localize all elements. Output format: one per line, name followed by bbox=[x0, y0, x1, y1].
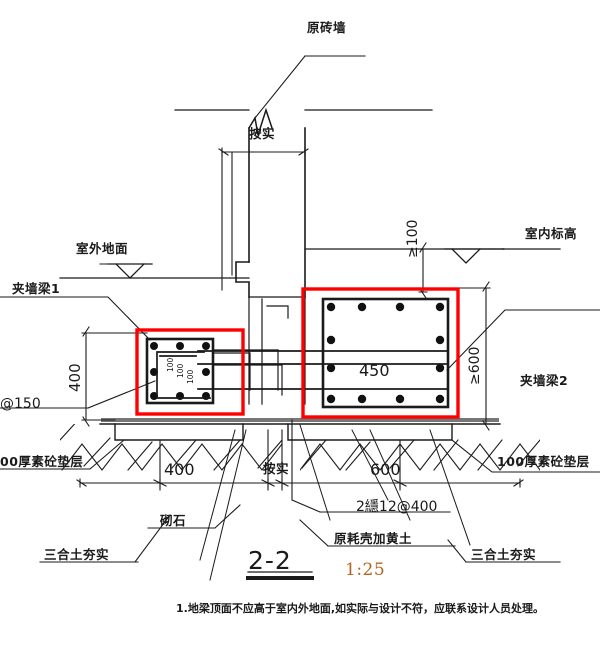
concrete-cushion-layer bbox=[99, 423, 501, 441]
label-lime-soil-right: 三合土夯实 bbox=[471, 547, 537, 562]
beam-tie-lines bbox=[212, 349, 283, 396]
label-lime-soil-left: 三合土夯实 bbox=[44, 547, 110, 562]
label-wall-beam-2: 夹墙梁2 bbox=[520, 373, 569, 388]
title-underline bbox=[246, 571, 314, 580]
label-original-brick-wall: 原砖墙 bbox=[307, 20, 347, 35]
left-beam-stirrup bbox=[156, 351, 211, 399]
left-beam-inner-dim-2: 100 bbox=[176, 363, 185, 378]
label-rebar-spec: 2䌥12@400 bbox=[356, 499, 438, 515]
dim-cover-top-min: ≥100 bbox=[405, 219, 421, 258]
label-tamp-top: 按实 bbox=[249, 126, 276, 141]
through-rebar-lines bbox=[197, 350, 449, 390]
right-beam-rebar-dots bbox=[326, 302, 445, 404]
highlight-box-right-beam bbox=[301, 287, 460, 419]
dim-wall-width-top bbox=[218, 147, 309, 291]
drawing-scale: 1:25 bbox=[345, 560, 386, 580]
label-stirrup-spacing: @150 bbox=[0, 396, 41, 412]
label-underlines bbox=[0, 55, 600, 563]
label-tamp-bottom: 按实 bbox=[263, 461, 290, 476]
dim-footing-widths bbox=[76, 429, 524, 491]
soil-hatch-right bbox=[300, 439, 540, 471]
left-beam-concrete-outline bbox=[145, 337, 215, 405]
label-cushion-left: 00厚素砼垫层 bbox=[0, 454, 84, 469]
dim-right-beam-width: 450 bbox=[359, 361, 390, 380]
left-beam-inner-dim-1: 100 bbox=[166, 357, 175, 372]
label-indoor-elevation: 室内标高 bbox=[525, 226, 578, 241]
dim-footing-right-width: 600 bbox=[370, 460, 401, 479]
indoor-level-symbol bbox=[444, 248, 505, 264]
left-beam-inner-dim-3: 100 bbox=[186, 369, 195, 384]
highlight-box-left-beam bbox=[135, 328, 245, 416]
wall-base-inner-step bbox=[266, 305, 289, 319]
leader-lines bbox=[0, 55, 600, 581]
dim-right-beam-depth-min: ≥600 bbox=[467, 346, 483, 385]
label-wall-beam-1: 夹墙梁1 bbox=[12, 281, 61, 296]
drawing-title: 2-2 bbox=[248, 546, 292, 575]
outdoor-level-symbol bbox=[107, 263, 153, 279]
label-masonry-stone: 砌石 bbox=[160, 513, 187, 528]
drawing-note-1: 1.地梁顶面不应高于室内外地面,如实际与设计不符，应联系设计人员处理。 bbox=[176, 602, 545, 615]
dim-footing-left-width: 400 bbox=[164, 460, 195, 479]
right-beam-concrete-outline bbox=[321, 297, 450, 409]
label-loess-fill: 原耗壳加黄土 bbox=[334, 531, 413, 546]
highlight-boxes bbox=[135, 287, 460, 419]
label-cushion-right: 100厚素砼垫层 bbox=[497, 454, 590, 469]
soil-hatch-left bbox=[60, 424, 283, 471]
label-outdoor-ground: 室外地面 bbox=[76, 241, 129, 256]
dim-left-beam-height: 400 bbox=[66, 363, 84, 392]
wall-base-tie bbox=[248, 296, 306, 405]
